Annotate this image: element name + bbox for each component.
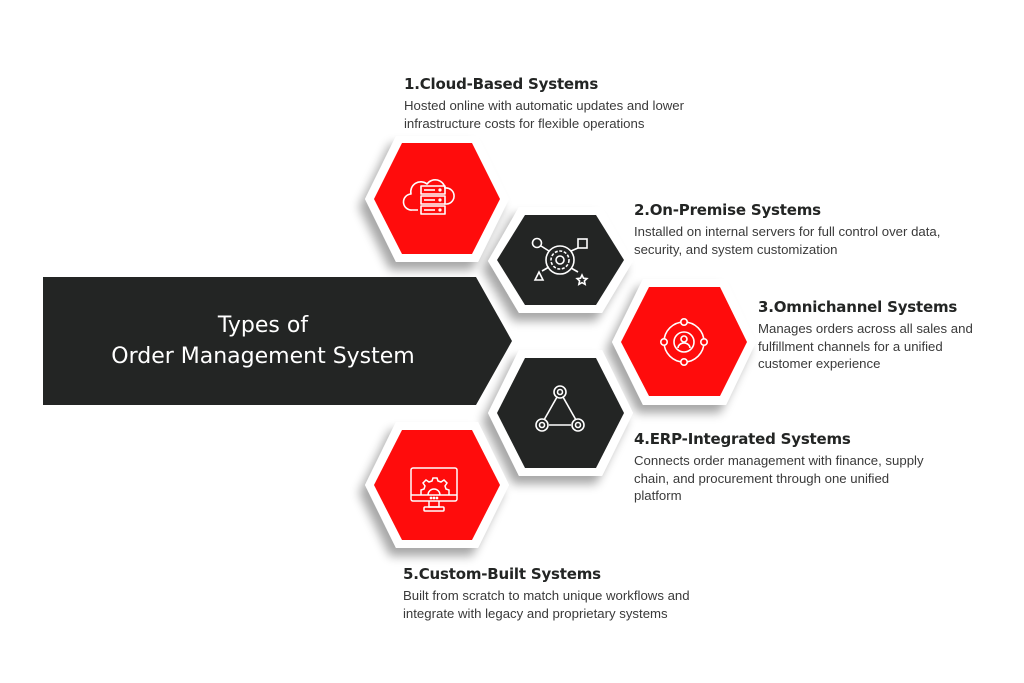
cloud-server-icon <box>402 179 455 215</box>
item-custom-built: 5.Custom-Built Systems Built from scratc… <box>403 564 713 622</box>
user-orbit-icon <box>659 317 708 366</box>
banner-title: Types of Order Management System <box>43 277 483 405</box>
monitor-gear-icon <box>410 467 458 512</box>
item-description: Hosted online with automatic updates and… <box>404 98 685 131</box>
item-title: 5.Custom-Built Systems <box>403 565 601 583</box>
triangle-nodes-icon <box>535 385 585 432</box>
item-description: Connects order management with finance, … <box>634 453 924 503</box>
hexagon-5 <box>374 430 500 540</box>
banner-title-line1: Types of <box>217 313 309 338</box>
item-title: 3.Omnichannel Systems <box>758 298 958 316</box>
banner-title-line2: Order Management System <box>111 344 415 369</box>
item-cloud-based: 1.Cloud-Based Systems Hosted online with… <box>404 74 744 132</box>
gear-network-shapes-icon <box>531 237 589 286</box>
hexagon-1 <box>374 143 500 254</box>
item-description: Built from scratch to match unique workf… <box>403 588 690 621</box>
item-description: Manages orders across all sales and fulf… <box>758 321 973 371</box>
item-description: Installed on internal servers for full c… <box>634 224 941 257</box>
hexagon-4 <box>497 358 624 468</box>
item-title: 4.ERP-Integrated Systems <box>634 430 851 448</box>
hexagon-2 <box>497 215 624 305</box>
item-omnichannel: 3.Omnichannel Systems Manages orders acr… <box>758 297 998 373</box>
title-banner <box>43 277 512 405</box>
item-title: 1.Cloud-Based Systems <box>404 75 599 93</box>
item-erp-integrated: 4.ERP-Integrated Systems Connects order … <box>634 429 934 505</box>
item-on-premise: 2.On-Premise Systems Installed on intern… <box>634 200 944 258</box>
item-title: 2.On-Premise Systems <box>634 201 821 219</box>
